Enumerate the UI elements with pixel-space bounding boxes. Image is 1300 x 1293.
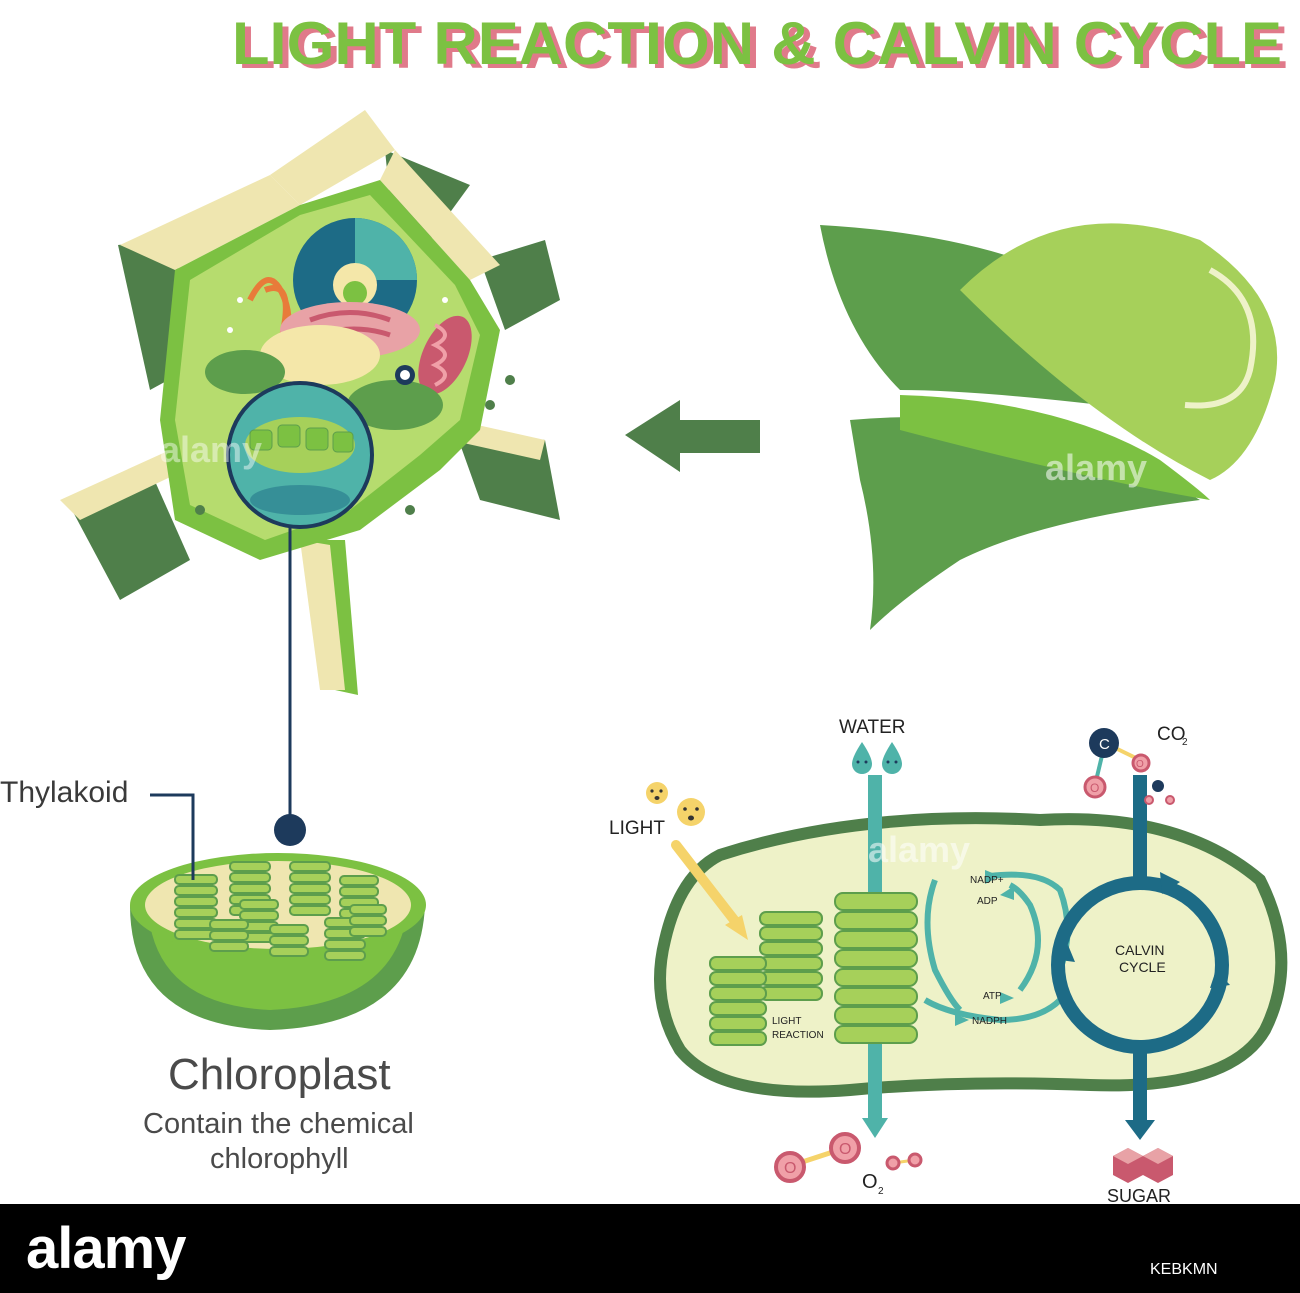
oxygen-atom-icon [829,1132,861,1164]
thylakoid-label: Thylakoid [0,776,129,809]
chloroplast-description-line-1: Contain the chemical [143,1108,414,1140]
light-emoji-icon [677,798,705,826]
water-label: WATER [839,717,906,738]
chloroplast-description-line-2: chlorophyll [210,1143,349,1175]
calvin-label-1: CALVIN [1115,942,1165,958]
light-label: LIGHT [609,818,665,839]
o2-subscript: 2 [878,1186,884,1197]
atp-label: ATP [983,991,1002,1002]
co2-subscript: 2 [1182,737,1188,748]
illustration: WATER CO 2 LIGHT LIGHT REACTION NADP+ AD… [60,110,1288,1204]
light-emoji-icon [646,782,668,804]
atom-o-label: O [1090,781,1099,795]
photosynthesis-diagram: WATER CO 2 LIGHT LIGHT REACTION NADP+ AD… [609,717,1288,1204]
atom-c-label: C [1099,736,1110,753]
oxygen-atom-icon [774,1151,806,1183]
arrow-left-icon [625,400,760,472]
plant-cell-illustration [60,110,560,846]
page-title: LIGHT REACTION & CALVIN CYCLE [232,10,1282,76]
footer-image-id: KEBKMN [1150,1261,1218,1278]
sugar-label: SUGAR [1107,1186,1171,1204]
nadp-plus-label: NADP+ [970,875,1004,886]
carbon-atom-icon [1089,728,1119,758]
footer-bar [0,1204,1300,1293]
nadph-label: NADPH [972,1016,1007,1027]
oxygen-atom-icon [1083,775,1107,799]
watermark: alamy [160,429,262,470]
watermark: alamy [868,829,970,870]
co2-label: CO [1157,724,1186,745]
o2-label: O [862,1171,878,1193]
adp-label: ADP [977,896,998,907]
thylakoid-stacks [174,861,387,961]
title-graphic: LIGHT REACTION & CALVIN CYCLE LIGHT REAC… [232,10,1288,76]
atom-o-label: O [839,1141,851,1158]
footer-brand: alamy [26,1216,186,1281]
title-shadow: LIGHT REACTION & CALVIN CYCLE [238,14,1288,76]
water-drop-icon [852,742,872,774]
water-drop-icon [882,742,902,774]
light-reaction-label-2: REACTION [772,1030,824,1041]
chloroplast-label: Chloroplast [168,1050,391,1099]
chloroplast-outline [654,812,1288,1098]
light-reaction-label-1: LIGHT [772,1016,801,1027]
chloroplast-illustration [130,793,426,1030]
oxygen-atom-icon [1131,753,1151,773]
atom-o-label: O [784,1160,796,1177]
calvin-label-2: CYCLE [1119,959,1166,975]
atom-o-label: O [1136,759,1144,770]
watermark: alamy [1045,447,1147,488]
leaf-illustration [820,223,1278,630]
